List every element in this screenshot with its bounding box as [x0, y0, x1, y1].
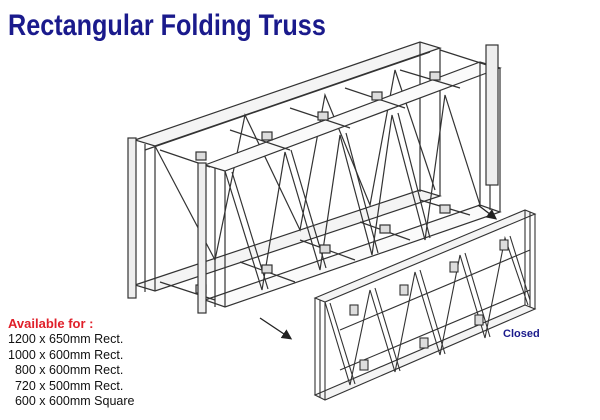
size-item: 720 x 500mm Rect. [8, 378, 124, 393]
arrow-icon [259, 317, 293, 340]
page-title: Rectangular Folding Truss [8, 9, 326, 42]
size-list: 1200 x 650mm Rect. 1000 x 600mm Rect. 80… [8, 332, 134, 410]
size-item: 1000 x 600mm Rect. [8, 347, 124, 362]
availability-heading: Available for : [8, 316, 94, 331]
closed-label: Closed [503, 328, 540, 340]
open-truss-drawing [127, 41, 502, 314]
size-item: 600 x 600mm Square [8, 394, 135, 408]
closed-truss-drawing [313, 209, 537, 401]
size-item: 800 x 600mm Rect. [8, 363, 124, 377]
size-item: 1200 x 650mm Rect. [8, 332, 124, 346]
arrow-icon [477, 204, 498, 220]
